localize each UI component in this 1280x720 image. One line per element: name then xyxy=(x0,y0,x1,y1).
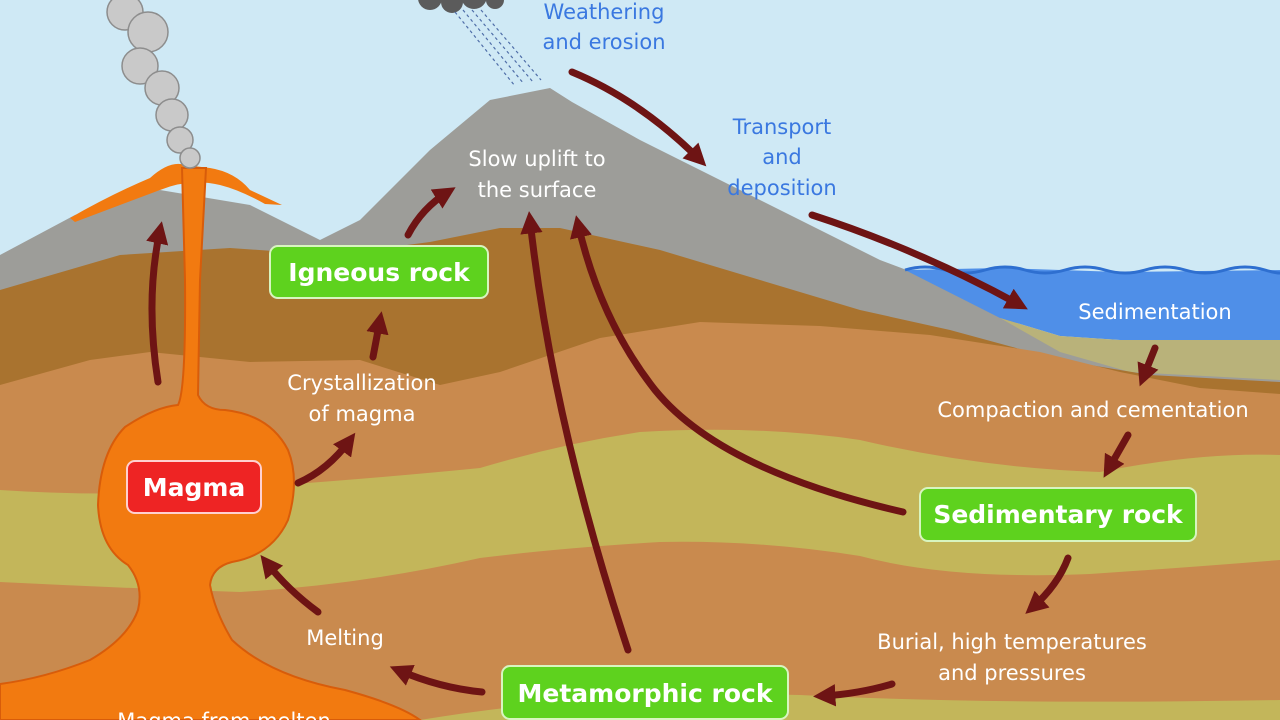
arrow-metamorphic-to-melting xyxy=(389,664,486,696)
uplift-label-line1: Slow uplift to xyxy=(468,147,605,171)
wave-line xyxy=(904,265,1280,275)
sedimentary-rock-label: Sedimentary rock xyxy=(933,500,1184,529)
melting-label: Melting xyxy=(306,626,384,650)
sea-water xyxy=(905,268,1280,340)
sedimentation-label: Sedimentation xyxy=(1078,300,1231,324)
uplift-label-line2: the surface xyxy=(478,178,597,202)
weathering-label-line2: and erosion xyxy=(542,30,665,54)
arrow-sedimentary-to-burial xyxy=(1025,554,1072,614)
crystallization-label-line1: Crystallization xyxy=(287,371,436,395)
arrow-burial-to-metamorphic xyxy=(813,680,896,707)
crystallization-label-line2: of magma xyxy=(309,402,416,426)
sedimentary-rock-box: Sedimentary rock xyxy=(919,487,1197,542)
magma-box: Magma xyxy=(126,460,262,514)
magma-source-label: Magma from melten xyxy=(117,709,331,720)
arrow-melting-to-magma xyxy=(260,554,322,616)
igneous-rock-label: Igneous rock xyxy=(288,258,471,287)
igneous-rock-box: Igneous rock xyxy=(269,245,489,299)
metamorphic-rock-label: Metamorphic rock xyxy=(518,679,774,708)
sea-floor xyxy=(1000,318,1280,380)
smoke-plume xyxy=(106,0,201,169)
arrow-weathering-to-transport xyxy=(568,68,707,167)
arrow-transport-to-sedimentation xyxy=(808,211,1028,310)
magma-label: Magma xyxy=(143,473,246,502)
compaction-label: Compaction and cementation xyxy=(937,398,1248,422)
arrow-magma-to-crystallization xyxy=(294,432,356,487)
lava-flow xyxy=(70,163,282,222)
transport-label-line2: and xyxy=(762,145,802,169)
burial-label-line2: and pressures xyxy=(938,661,1086,685)
cycle-arrows xyxy=(146,68,1159,707)
magma-chamber xyxy=(0,167,422,720)
arrow-metamorphic-to-uplift xyxy=(520,211,632,654)
metamorphic-rock-box: Metamorphic rock xyxy=(501,665,789,720)
arrow-magma-to-volcano xyxy=(146,221,169,386)
arrow-sedimentation-to-compaction xyxy=(1137,344,1159,387)
arrow-igneous-to-uplift xyxy=(404,187,456,239)
burial-label-line1: Burial, high temperatures xyxy=(877,630,1147,654)
arrow-sedimentary-to-uplift xyxy=(570,215,907,516)
arrow-crystallization-to-igneous xyxy=(366,311,389,361)
weathering-label-line1: Weathering xyxy=(544,0,665,24)
arrow-compaction-to-sedimentary xyxy=(1103,431,1132,478)
transport-label-line1: Transport xyxy=(732,115,832,139)
rain-cloud-icon xyxy=(418,0,542,87)
transport-label-line3: deposition xyxy=(727,176,836,200)
olive-layer xyxy=(0,429,1280,592)
